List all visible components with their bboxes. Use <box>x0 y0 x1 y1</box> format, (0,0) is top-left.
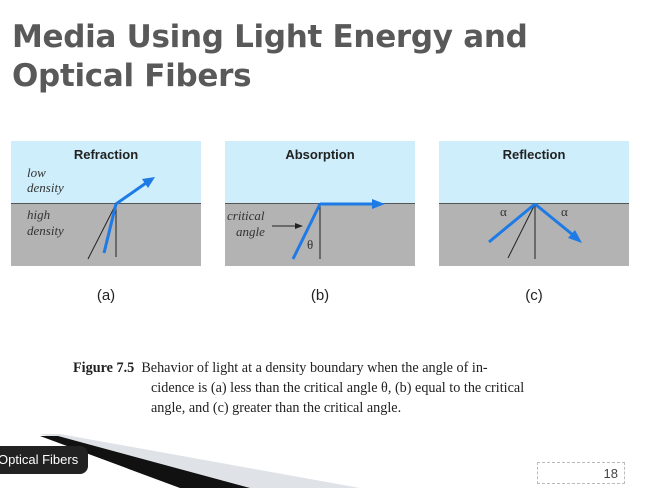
absorption-panel: Absorption critical angle θ <box>225 141 415 266</box>
footer-section-tab[interactable]: Optical Fibers <box>0 446 89 474</box>
theta-symbol: θ <box>307 237 313 252</box>
alpha-right: α <box>561 204 568 219</box>
high-density-region <box>439 203 629 266</box>
incident-guide <box>87 203 117 260</box>
reflected-ray <box>534 202 574 237</box>
arrowhead-icon <box>372 199 385 209</box>
refracted-ray <box>115 181 147 206</box>
incident-ray <box>102 203 118 254</box>
top-medium-label-2: density <box>27 180 64 195</box>
caption-line-3: angle, and (c) greater than the critical… <box>151 400 402 416</box>
caption-line-2: cidence is (a) less than the critical an… <box>151 380 525 396</box>
panel-title: Reflection <box>503 147 566 162</box>
panel-label-a: (a) <box>96 287 116 304</box>
annotation-critical: critical <box>227 208 265 223</box>
arrowhead-icon <box>142 177 155 188</box>
slide-title: Media Using Light Energy and Optical Fib… <box>12 19 528 94</box>
panel-title: Refraction <box>74 147 138 162</box>
panel-label-b: (b) <box>310 287 330 304</box>
page-number: 18 <box>537 462 625 484</box>
low-density-region <box>439 141 629 203</box>
panel-title: Absorption <box>285 147 354 162</box>
pointer-arrow-icon <box>295 223 303 229</box>
incident-guide <box>507 203 536 259</box>
panel-label-c: (c) <box>525 287 543 304</box>
figure-caption: Figure 7.5 Behavior of light at a densit… <box>73 358 573 418</box>
incident-ray <box>488 202 536 244</box>
alpha-left: α <box>500 204 507 219</box>
high-density-region <box>11 203 201 266</box>
caption-line-1: Behavior of light at a density boundary … <box>141 360 488 376</box>
low-density-region <box>225 141 415 203</box>
arrowhead-icon <box>568 230 582 243</box>
figure-number: Figure 7.5 <box>73 360 135 376</box>
top-medium-label-1: low <box>27 165 46 180</box>
low-density-region <box>11 141 201 203</box>
reflection-panel: Reflection α α <box>439 141 629 266</box>
footer-swoosh <box>40 434 360 488</box>
bottom-medium-label-1: high <box>27 207 50 222</box>
bottom-medium-label-2: density <box>27 223 64 238</box>
incident-ray <box>291 203 322 260</box>
annotation-angle: angle <box>236 224 265 239</box>
refraction-panel: Refraction low density high density <box>11 141 201 266</box>
